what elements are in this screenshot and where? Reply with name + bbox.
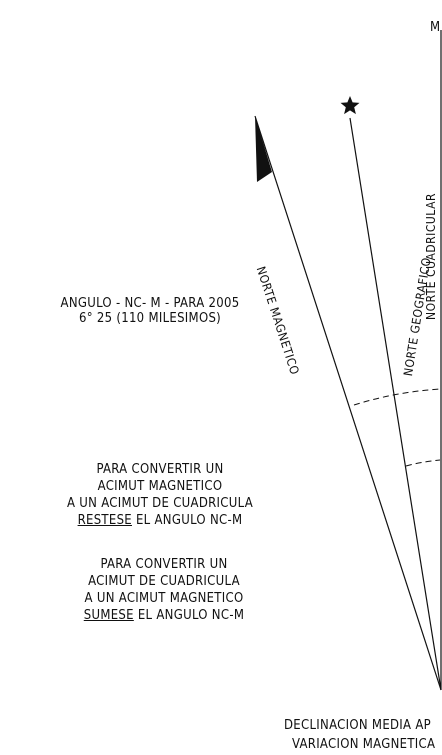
instruction-1-line-3: A UN ACIMUT DE CUADRICULA: [66, 496, 254, 511]
instruction-restese: PARA CONVERTIR UN ACIMUT MAGNETICO A UN …: [40, 461, 280, 529]
angle-note: ANGULO - NC- M - PARA 2005 6° 25 (110 MI…: [30, 296, 270, 326]
footer-line-2: VARIACION MAGNETICA: [292, 737, 436, 752]
instruction-1-line-4: RESTESE EL ANGULO NC-M: [40, 512, 280, 529]
sumese-word: SUMESE: [83, 608, 134, 623]
instruction-2-line-4-rest: EL ANGULO NC-M: [133, 608, 245, 623]
instruction-2-line-2: ACIMUT DE CUADRICULA: [88, 574, 240, 589]
instruction-2-line-3: A UN ACIMUT MAGNETICO: [84, 591, 244, 606]
half-arrow-icon: [255, 116, 272, 182]
angle-note-line-2: 6° 25 (110 MILESIMOS): [78, 311, 222, 326]
footer-line-1: DECLINACION MEDIA AP: [284, 718, 432, 733]
magnetic-north-line: [254, 115, 442, 691]
corner-label: M: [430, 20, 441, 35]
star-icon: [340, 96, 360, 115]
angle-note-line-1: ANGULO - NC- M - PARA 2005: [60, 296, 240, 311]
instruction-2-line-1: PARA CONVERTIR UN: [100, 557, 228, 572]
angle-arc-inner: [405, 459, 441, 467]
instruction-1-line-1: PARA CONVERTIR UN: [96, 462, 224, 477]
restese-word: RESTESE: [77, 513, 132, 528]
angle-arc-outer: [353, 388, 441, 406]
instruction-1-line-2: ACIMUT MAGNETICO: [97, 479, 223, 494]
geographic-north-line: [349, 117, 442, 691]
instruction-1-line-4-rest: EL ANGULO NC-M: [131, 513, 243, 528]
instruction-2-line-4: SUMESE EL ANGULO NC-M: [44, 607, 284, 624]
instruction-sumese: PARA CONVERTIR UN ACIMUT DE CUADRICULA A…: [44, 556, 284, 624]
label-norte-cuadricular: NORTE CUADRICULAR: [424, 193, 438, 320]
